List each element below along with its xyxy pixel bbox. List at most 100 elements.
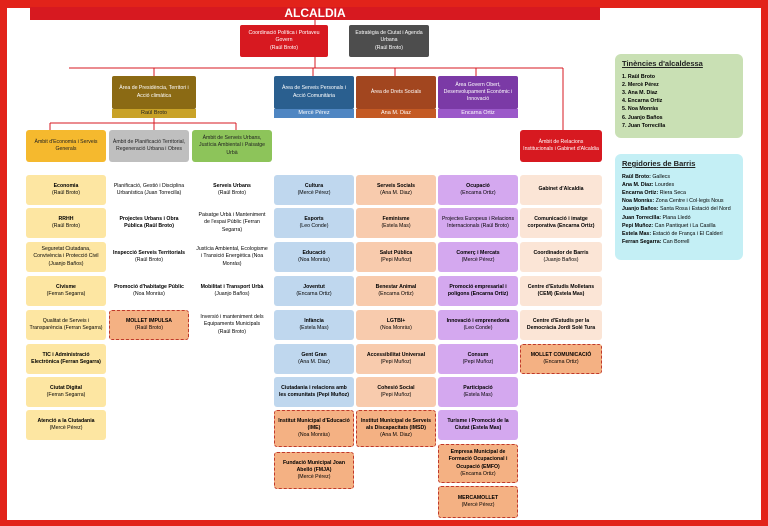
item-label: Centre d'Estudis Molletans (CEM) (Estela… xyxy=(527,283,595,297)
item-label: Centre d'Estudis per la Democràcia Jordi… xyxy=(526,317,596,331)
item-accessibilitat: Accessibilitat Universal(Pepi Muñoz) xyxy=(356,344,436,374)
item-label: Projectes Europeus i Relacions Internaci… xyxy=(441,215,515,229)
tinencia-item: 5. Noa Monràs xyxy=(622,106,659,113)
regidoria-item: Estela Mas: Estació de França i El Calde… xyxy=(622,230,736,238)
ambit-label: Àmbit de Serveis Urbans, Justícia Ambien… xyxy=(198,135,266,156)
regidoria-barri: Riera Seca xyxy=(658,190,686,197)
item-coordinador-barris: Coordinador de Barris(Juanjo Baños) xyxy=(520,242,602,272)
item-label: Consum xyxy=(467,351,489,358)
item-person: (Noa Monràs) xyxy=(380,325,412,331)
regidoria-item: Ana M. Diaz: Lourdes xyxy=(622,181,736,189)
item-person: (Noa Monràs) xyxy=(133,291,165,297)
item-gabinet: Gabinet d'Alcaldia xyxy=(520,175,602,205)
item-person: (Noa Monràs) xyxy=(298,432,330,438)
item-label: TIC i Administració Electrònica (Ferran … xyxy=(31,351,101,365)
item-centre-democracia: Centre d'Estudis per la Democràcia Jordi… xyxy=(520,310,602,340)
regidoria-barri: Plana Lledó xyxy=(661,214,691,221)
item-label: Turisme i Promoció de la Ciutat (Estela … xyxy=(447,417,509,431)
item-lgtbi: LGTBI+(Noa Monràs) xyxy=(356,310,436,340)
box-person: (Raül Broto) xyxy=(375,44,403,51)
item-person: (Encarna Ortiz) xyxy=(460,190,496,196)
area-serveis-personals-person: Mercè Pérez xyxy=(274,109,354,118)
item-person: (Mercè Pérez) xyxy=(461,257,495,263)
item-label: Projectes Urbans i Obra Pública (Raül Br… xyxy=(119,215,179,229)
regidoria-person: Pepi Muñoz: xyxy=(622,222,654,229)
item-turisme: Turisme i Promoció de la Ciutat (Estela … xyxy=(438,410,518,440)
regidoria-item: Raül Broto: Gallecs xyxy=(622,173,736,181)
item-person: (Raül Broto) xyxy=(218,328,246,335)
item-planificacio-gestio: Planificació, Gestió i Disciplina Urbaní… xyxy=(109,175,189,205)
item-benestar: Benestar Animal(Encarna Ortiz) xyxy=(356,276,436,306)
item-ocupacio: Ocupació(Encarna Ortiz) xyxy=(438,175,518,205)
item-label: Institut Municipal de Serveis als Discap… xyxy=(360,417,432,431)
regidoria-item: Noa Monràs: Zona Centre i Col·legis Nous xyxy=(622,197,736,205)
regidoria-item: Juanjo Baños: Santa Rosa i Estació del N… xyxy=(622,205,736,213)
item-label: LGTBI+ xyxy=(386,317,406,324)
regidoria-person: Ana M. Diaz: xyxy=(622,181,654,188)
ambit-planificacio: Àmbit de Planificació Territorial, Regen… xyxy=(109,130,189,162)
item-inspeccio: Inspecció Serveis Territorials(Raül Brot… xyxy=(109,242,189,272)
area-presidencia: Àrea de Presidència, Territori i Acció c… xyxy=(112,76,196,109)
item-person: (Pepi Muñoz) xyxy=(380,392,412,398)
item-person: (Juanjo Baños) xyxy=(214,291,250,297)
item-qualitat: Qualitat de Serveis i Transparència (Fer… xyxy=(26,310,106,340)
item-label: Economia xyxy=(53,182,79,189)
item-label: Accessibilitat Universal xyxy=(366,351,426,358)
regidoria-person: Encarna Ortiz: xyxy=(622,190,659,197)
item-participacio: Participació(Estela Mas) xyxy=(438,377,518,407)
box-coordinacio: Coordinació Política i Portaveu Govern (… xyxy=(240,25,328,57)
regidoria-item: Encarna Ortiz: Riera Seca xyxy=(622,189,736,197)
tinencia-item: 6. Juanjo Baños xyxy=(622,114,663,121)
ambit-label: Àmbit de Planificació Territorial, Regen… xyxy=(112,138,186,152)
item-person: (Raül Broto) xyxy=(218,190,246,196)
item-mollet-impulsa: MOLLET IMPULSA(Raül Broto) xyxy=(109,310,189,340)
item-label: Gabinet d'Alcaldia xyxy=(538,186,584,193)
item-cultura: Cultura(Mercè Pérez) xyxy=(274,175,354,205)
item-feminisme: Feminisme(Estela Mas) xyxy=(356,208,436,238)
item-person: (Raül Broto) xyxy=(52,223,80,229)
item-label: Benestar Animal xyxy=(375,283,417,290)
item-comunicacio: Comunicació i imatge corporativa (Encarn… xyxy=(520,208,602,238)
area-drets-socials: Àrea de Drets Socials xyxy=(356,76,436,109)
item-label: MOLLET COMUNICACIÓ xyxy=(530,351,592,358)
regidories-panel: Regidories de Barris Raül Broto: Gallecs… xyxy=(615,154,743,260)
item-label: Institut Municipal d'Educació (IME) xyxy=(278,417,350,431)
tinencies-panel: Tinències d'alcaldessa 1. Raül Broto 2. … xyxy=(615,54,743,138)
page-title: ALCALDIA xyxy=(30,7,600,20)
item-mobilitat: Mobilitat i Transport Urbà(Juanjo Baños) xyxy=(192,276,272,306)
item-ciutadania: Ciutadania i relacions amb les comunitat… xyxy=(274,377,354,407)
area-drets-socials-person: Ana M. Diaz xyxy=(356,109,436,118)
item-label: Promoció d'habitatge Públic xyxy=(114,283,184,290)
regidoria-item: Ferran Segarra: Can Borrell xyxy=(622,238,736,246)
item-person: (Ana M. Diaz) xyxy=(380,432,412,438)
regidoria-barri: Zona Centre i Col·legis Nous xyxy=(654,198,724,205)
item-emfo: Empresa Municipal de Formació Ocupaciona… xyxy=(438,444,518,483)
item-consum: Consum(Pepi Muñoz) xyxy=(438,344,518,374)
item-label: Innovació i emprenedoria xyxy=(446,317,510,324)
item-label: Ciutat Digital xyxy=(50,384,82,391)
item-atencio: Atenció a la Ciutadania(Mercè Pérez) xyxy=(26,410,106,440)
tinencia-item: 1. Raül Broto xyxy=(622,73,655,80)
item-mercamollet: MERCAMOLLET(Mercè Pérez) xyxy=(438,486,518,518)
item-economia: Economia(Raül Broto) xyxy=(26,175,106,205)
area-presidencia-person: Raül Broto xyxy=(112,109,196,118)
item-person: (Pepi Muñoz) xyxy=(380,257,412,263)
item-person: (Juanjo Baños) xyxy=(543,257,579,263)
item-tic: TIC i Administració Electrònica (Ferran … xyxy=(26,344,106,374)
item-label: Infància xyxy=(304,317,324,324)
item-rrhh: RRHH(Raül Broto) xyxy=(26,208,106,238)
item-person: (Ana M. Diaz) xyxy=(298,359,330,365)
ambit-label: Àmbit de Relacions Institucionals i Gabi… xyxy=(523,138,599,152)
regidoria-barri: Lourdes xyxy=(653,181,675,188)
item-promocio-empresarial: Promoció empresarial i polígons (Encarna… xyxy=(438,276,518,306)
item-person: (Encarna Ortiz) xyxy=(460,470,496,477)
tinencia-item: 7. Juan Torrecilla xyxy=(622,122,666,129)
item-person: (Mercè Pérez) xyxy=(297,474,331,480)
item-person: (Ana M. Diaz) xyxy=(380,190,412,196)
regidoria-person: Ferran Segarra: xyxy=(622,239,662,246)
item-label: Joventut xyxy=(303,283,325,290)
area-serveis-personals: Àrea de Serveis Personals i Acció Comuni… xyxy=(274,76,354,109)
item-person: (Raül Broto) xyxy=(135,257,163,263)
item-person: (Leo Conde) xyxy=(463,325,493,331)
item-label: Educació xyxy=(302,249,326,256)
